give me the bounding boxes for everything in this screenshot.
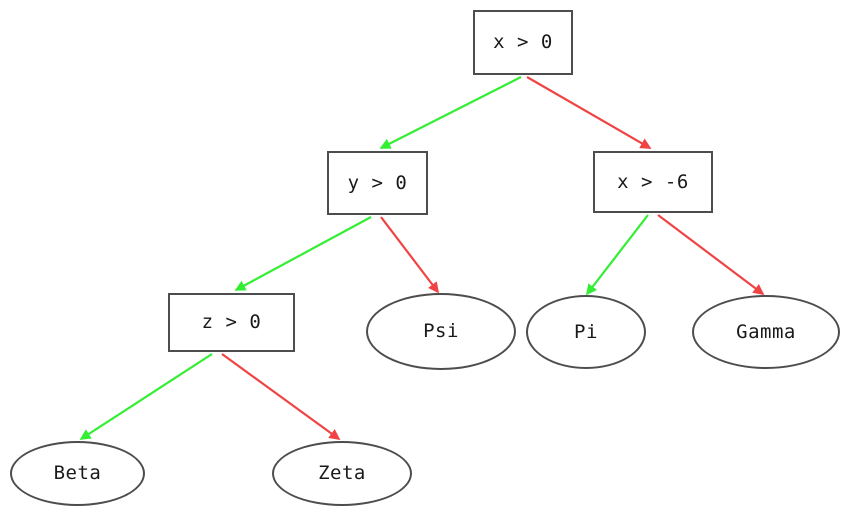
node-label-z_gt_0: z > 0 bbox=[201, 311, 262, 333]
edge-y_gt_0-to-z_gt_0-true bbox=[234, 216, 372, 291]
node-psi[interactable]: Psi bbox=[366, 293, 516, 370]
node-label-x_gt_neg6: x > -6 bbox=[617, 170, 689, 193]
node-label-zeta: Zeta bbox=[318, 462, 366, 484]
node-label-root: x > 0 bbox=[493, 31, 553, 53]
node-root[interactable]: x > 0 bbox=[473, 10, 573, 75]
node-label-pi: Pi bbox=[574, 320, 598, 343]
node-gamma[interactable]: Gamma bbox=[692, 295, 840, 369]
edge-z_gt_0-to-zeta-false bbox=[221, 353, 341, 440]
node-zeta[interactable]: Zeta bbox=[272, 441, 412, 506]
edge-z_gt_0-to-beta-true bbox=[79, 353, 213, 440]
node-label-gamma: Gamma bbox=[736, 320, 796, 343]
edge-root-to-y_gt_0-true bbox=[379, 76, 522, 149]
node-beta[interactable]: Beta bbox=[10, 441, 145, 506]
node-z_gt_0[interactable]: z > 0 bbox=[168, 293, 295, 352]
edge-y_gt_0-to-psi-false bbox=[380, 216, 439, 294]
edge-x_gt_neg6-to-gamma-false bbox=[657, 214, 765, 295]
edge-x_gt_neg6-to-pi-true bbox=[585, 214, 649, 296]
node-label-y_gt_0: y > 0 bbox=[347, 171, 408, 194]
node-label-beta: Beta bbox=[53, 462, 102, 484]
node-pi[interactable]: Pi bbox=[526, 295, 646, 369]
node-label-psi: Psi bbox=[423, 320, 459, 342]
node-y_gt_0[interactable]: y > 0 bbox=[327, 151, 428, 215]
edge-root-to-x_gt_neg6-false bbox=[526, 76, 652, 149]
node-x_gt_neg6[interactable]: x > -6 bbox=[593, 151, 713, 213]
